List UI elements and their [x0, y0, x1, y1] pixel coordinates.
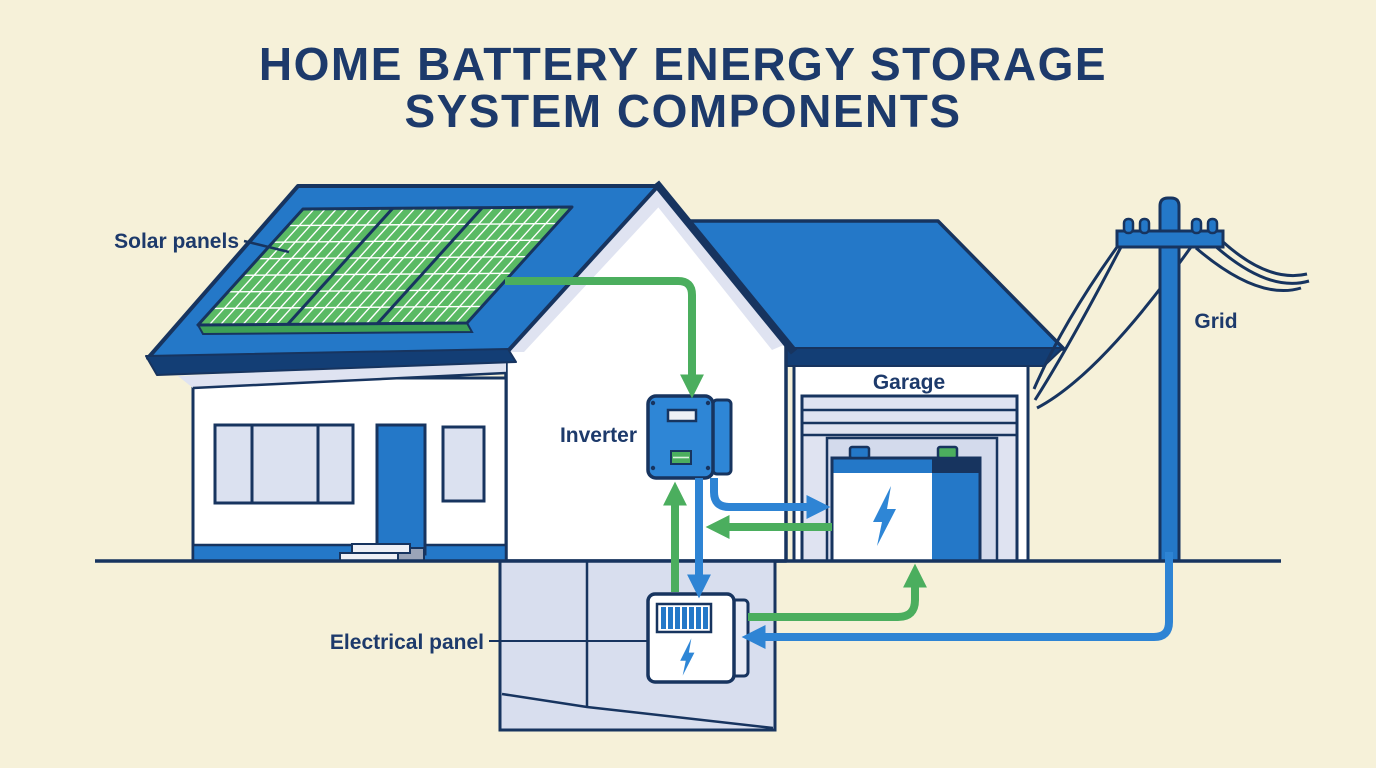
battery-top-band-left — [832, 458, 932, 473]
basement-section — [498, 559, 777, 732]
breaker-switches — [661, 607, 708, 629]
gable-roof-edge-right — [652, 180, 798, 355]
power-line-left-1 — [1032, 242, 1122, 390]
pole — [1158, 196, 1181, 563]
label-electrical-panel: Electrical panel — [330, 631, 484, 654]
basement-floor-line — [501, 692, 774, 730]
solar-panel-array — [198, 207, 572, 325]
battery-terminal-left — [848, 445, 871, 460]
flow-solar-to-inverter — [505, 277, 704, 399]
utility-pole-group — [1032, 196, 1310, 563]
front-door — [375, 423, 427, 556]
front-window-large — [213, 423, 355, 505]
label-grid: Grid — [1194, 310, 1237, 333]
inverter-side — [711, 398, 733, 476]
battery-terminal-right — [936, 445, 959, 460]
gable-trim-right — [650, 186, 786, 350]
power-lines — [1032, 239, 1310, 410]
door-step-upper — [351, 543, 411, 554]
flow-electrical-panel-to-battery — [748, 563, 927, 621]
diagram-title-line-2: SYSTEM COMPONENTS — [404, 85, 961, 137]
label-inverter: Inverter — [560, 424, 637, 447]
inverter-box — [646, 394, 715, 480]
diagram-title-line-1: HOME BATTERY ENERGY STORAGE — [259, 38, 1107, 90]
leader-solar-panels — [243, 239, 290, 254]
label-solar-panels: Solar panels — [114, 230, 239, 253]
eave-shadow-band — [178, 360, 506, 388]
house-facade — [178, 360, 508, 563]
inverter-device — [646, 394, 733, 480]
home-battery — [830, 445, 982, 563]
energy-flows — [505, 277, 1173, 649]
battery-side-column — [932, 470, 980, 561]
battery-top-band-right — [932, 458, 980, 473]
power-line-right-3 — [1195, 246, 1302, 292]
power-line-left-2 — [1033, 246, 1123, 401]
roof-fascia — [145, 348, 517, 376]
flow-grid-to-electrical-panel — [741, 552, 1173, 649]
pole-crossarm — [1115, 229, 1225, 249]
electrical-panel-device — [646, 592, 750, 684]
inverter-screws — [650, 400, 711, 471]
pole-insulators — [1122, 217, 1219, 235]
front-window-small — [441, 425, 486, 503]
power-line-right-1 — [1220, 239, 1308, 278]
power-line-right-2 — [1213, 243, 1310, 285]
label-garage: Garage — [873, 371, 945, 394]
roof-group — [146, 186, 658, 375]
flow-inverter-to-battery — [710, 478, 831, 519]
inverter-display — [666, 408, 698, 423]
solar-array-outline — [196, 205, 574, 327]
